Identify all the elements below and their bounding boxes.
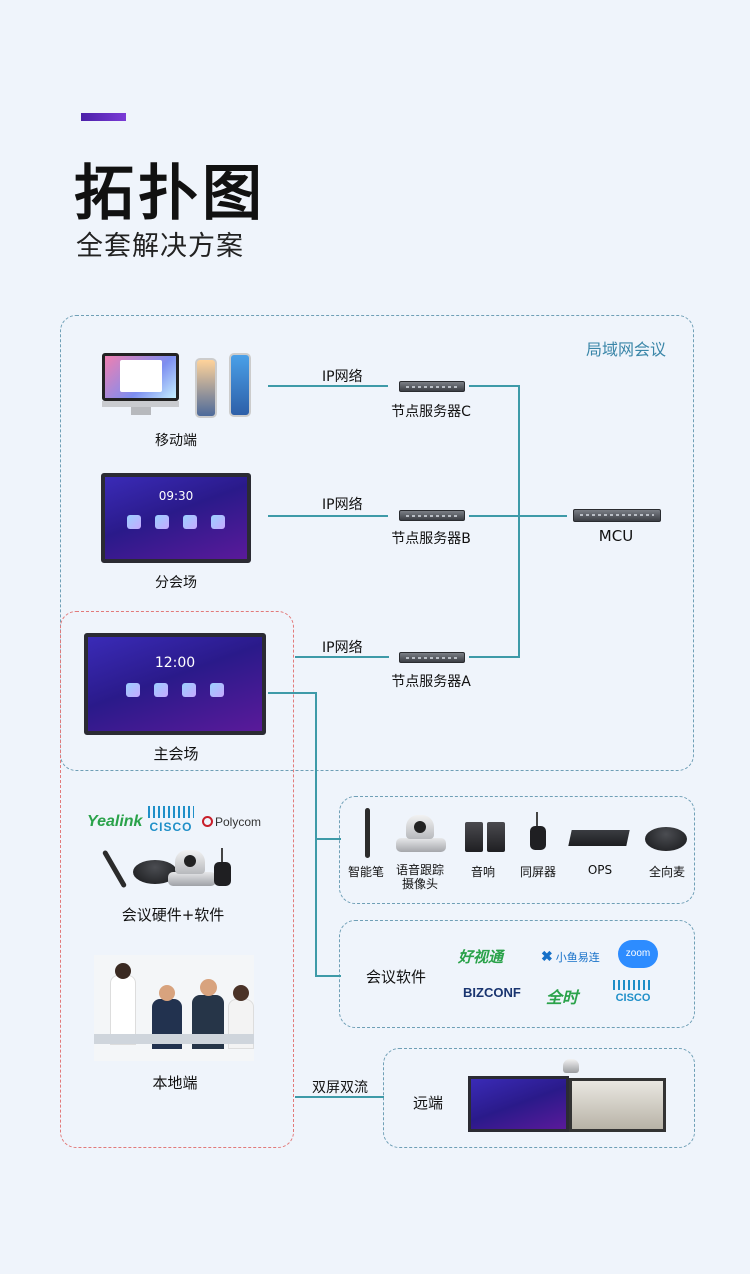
link-mobile-server-c bbox=[268, 385, 388, 387]
app-icon bbox=[183, 515, 197, 529]
link-main-peripheral-bus bbox=[268, 692, 316, 694]
camera-base bbox=[396, 838, 446, 852]
link-main-server-a bbox=[295, 656, 389, 658]
meeting-photo bbox=[94, 955, 254, 1061]
peripheral-label-speaker: 音响 bbox=[470, 865, 496, 879]
main-clock: 12:00 bbox=[154, 655, 196, 671]
peripherals-zone bbox=[339, 796, 695, 904]
app-icon bbox=[211, 515, 225, 529]
remote-label: 远端 bbox=[413, 1094, 444, 1112]
bizconf-logo: BIZCONF bbox=[463, 985, 521, 1000]
server-c-icon bbox=[399, 381, 465, 392]
peripheral-bus bbox=[315, 692, 317, 976]
speaker-icon bbox=[487, 822, 505, 852]
peripheral-label-camera: 语音跟踪 摄像头 bbox=[395, 863, 445, 891]
person-head bbox=[115, 963, 131, 979]
link-server-a-trunk bbox=[469, 656, 519, 658]
ip-label-b: IP网络 bbox=[322, 497, 363, 513]
link-branch-server-b bbox=[268, 515, 388, 517]
ops-module-icon bbox=[568, 830, 630, 846]
quanshi-logo: 全时 bbox=[546, 990, 579, 1007]
link-bus-software bbox=[315, 975, 341, 977]
phone-icon-2 bbox=[229, 353, 251, 417]
lan-label: 局域网会议 bbox=[586, 340, 667, 359]
camera-lens bbox=[414, 821, 426, 833]
ip-label-a: IP网络 bbox=[322, 640, 363, 656]
page-title: 拓扑图 bbox=[74, 159, 266, 229]
person-head bbox=[233, 985, 249, 1001]
link-server-c-trunk bbox=[469, 385, 519, 387]
app-icon bbox=[155, 515, 169, 529]
remote-display-icon bbox=[468, 1076, 569, 1132]
trunk-line bbox=[518, 385, 520, 658]
screen-share-dongle-icon bbox=[530, 826, 546, 850]
link-bus-peripherals bbox=[315, 838, 341, 840]
xiaoyu-logo: ✖ 小鱼易连 bbox=[541, 948, 600, 964]
peripheral-label-pen: 智能笔 bbox=[347, 865, 385, 879]
camera-lens bbox=[184, 855, 196, 867]
polycom-logo: Polycom bbox=[202, 815, 261, 829]
remote-room-display bbox=[569, 1078, 666, 1132]
dongle-cable bbox=[221, 848, 223, 862]
lan-zone bbox=[60, 315, 694, 771]
dual-stream-label: 双屏双流 bbox=[312, 1080, 368, 1096]
haoshitong-logo: 好视通 bbox=[458, 949, 504, 966]
link-local-remote bbox=[295, 1096, 384, 1098]
server-a-label: 节点服务器A bbox=[391, 674, 471, 690]
local-label: 本地端 bbox=[152, 1074, 198, 1092]
hardware-label: 会议硬件+软件 bbox=[121, 906, 225, 924]
mobile-label: 移动端 bbox=[155, 433, 197, 449]
branch-display-icon: 09:30 bbox=[101, 473, 251, 563]
remote-zone bbox=[383, 1048, 695, 1148]
app-icon bbox=[127, 515, 141, 529]
branch-clock: 09:30 bbox=[158, 489, 194, 503]
speaker-icon bbox=[465, 822, 483, 852]
main-site-zone bbox=[60, 611, 294, 1148]
branch-app-row bbox=[105, 515, 247, 529]
imac-document bbox=[120, 360, 162, 392]
zoom-logo: zoom bbox=[618, 940, 658, 968]
branch-label: 分会场 bbox=[155, 575, 197, 591]
peripheral-label-ops: OPS bbox=[587, 863, 613, 877]
app-icon bbox=[154, 683, 168, 697]
server-a-icon bbox=[399, 652, 465, 663]
cisco-logo: CISCO bbox=[613, 980, 653, 1004]
software-zone bbox=[339, 920, 695, 1028]
imac-chin bbox=[102, 401, 179, 407]
server-b-icon bbox=[399, 510, 465, 521]
yealink-logo: Yealink bbox=[87, 813, 143, 830]
meeting-table bbox=[94, 1034, 254, 1044]
app-icon bbox=[182, 683, 196, 697]
server-b-label: 节点服务器B bbox=[391, 531, 471, 547]
main-label: 主会场 bbox=[153, 745, 199, 763]
peripheral-label-mic: 全向麦 bbox=[648, 865, 686, 879]
main-display-icon: 12:00 bbox=[84, 633, 266, 735]
person-head bbox=[200, 979, 217, 996]
screen-share-dongle-icon bbox=[214, 862, 231, 886]
server-c-label: 节点服务器C bbox=[391, 404, 471, 420]
omni-mic-icon bbox=[645, 827, 687, 851]
person-head bbox=[159, 985, 175, 1001]
peripheral-label-dongle: 同屏器 bbox=[519, 865, 557, 879]
app-icon bbox=[126, 683, 140, 697]
camera-base bbox=[168, 872, 216, 886]
dongle-cable bbox=[536, 812, 538, 826]
page-subtitle: 全套解决方案 bbox=[76, 231, 244, 262]
accent-bar bbox=[81, 113, 126, 121]
main-app-row bbox=[88, 683, 262, 697]
link-trunk-mcu bbox=[469, 515, 567, 517]
software-label: 会议软件 bbox=[366, 968, 427, 986]
ip-label-c: IP网络 bbox=[322, 369, 363, 385]
mcu-server-icon bbox=[573, 509, 661, 522]
camera-icon bbox=[563, 1059, 579, 1073]
mcu-label: MCU bbox=[598, 527, 634, 545]
phone-icon bbox=[195, 358, 217, 418]
cisco-logo: CISCO bbox=[148, 806, 194, 834]
app-icon bbox=[210, 683, 224, 697]
imac-stand bbox=[131, 407, 151, 415]
smart-pen-icon bbox=[365, 808, 370, 858]
